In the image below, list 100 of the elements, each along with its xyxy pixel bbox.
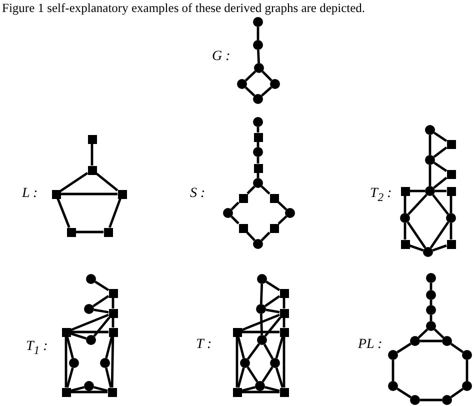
graph-vertex-square <box>280 388 288 396</box>
graph-vertex-dot <box>69 358 79 368</box>
graph-vertex-square <box>280 288 288 298</box>
graph-vertex-dot <box>86 335 96 345</box>
graph-edge <box>262 70 272 82</box>
graph-edge <box>105 368 112 388</box>
graph-edge <box>256 27 260 40</box>
graph-vertex-dot <box>426 321 436 331</box>
graph-vertex-square <box>232 328 242 336</box>
graph-edge <box>257 50 260 64</box>
graph-vertex-dot <box>462 381 472 391</box>
graph-vertex-dot <box>100 358 110 368</box>
graph-edge <box>230 216 240 224</box>
graph-label: T$_{2}$ : <box>370 186 392 204</box>
graph-edge <box>246 232 256 242</box>
graph-vertex-dot <box>425 186 435 196</box>
figure-caption: Figure 1 self-explanatory examples of these derived graphs are depicted. <box>2 1 366 16</box>
graph-edge <box>94 280 110 292</box>
graph-vertex-square <box>232 388 242 396</box>
graph-vertex-square <box>238 224 248 232</box>
graph-vertex-dot <box>426 305 436 315</box>
graph-vertex-square <box>104 228 112 236</box>
graph-vertex-dot <box>426 273 436 283</box>
graph-edge <box>242 330 280 334</box>
graph-edge <box>406 221 426 249</box>
graph-vertex-square <box>88 166 96 174</box>
graph-vertex-dot <box>442 336 452 346</box>
graph-vertex-square <box>270 224 278 232</box>
graph-edge <box>418 328 428 338</box>
graph-vertex-square <box>62 388 70 396</box>
graph-edge <box>108 198 122 228</box>
graph-label: T : <box>196 337 212 353</box>
graph-vertex-dot <box>257 335 267 345</box>
graph-edge <box>244 70 256 82</box>
graph-vertex-square <box>446 140 456 148</box>
graph-edge <box>94 386 108 392</box>
graph-edge <box>428 165 432 186</box>
graph-edge <box>70 314 109 332</box>
graph-vertex-dot <box>270 358 280 368</box>
graph-edge <box>260 232 270 242</box>
graph-vertex-dot <box>285 208 295 218</box>
graph-edge <box>246 366 258 382</box>
graph-edge <box>70 386 84 392</box>
graph-edge <box>450 388 464 398</box>
graph-vertex-dot <box>410 395 420 405</box>
graph-vertex-square <box>446 240 456 248</box>
graph-edge <box>275 367 284 388</box>
graph-vertex-dot <box>253 94 263 104</box>
graph-vertex-dot <box>223 208 233 218</box>
graph-edge <box>112 318 114 328</box>
graph-edge <box>275 336 284 359</box>
graph-vertex-dot <box>442 395 452 405</box>
graph-edge <box>435 190 446 192</box>
graph-edge <box>282 298 286 308</box>
graph-vertex-dot <box>253 40 263 50</box>
graph-vertex-dot <box>423 247 433 257</box>
graph-edge <box>428 135 432 155</box>
graph-vertex-dot <box>84 304 94 314</box>
graph-edge <box>246 186 256 194</box>
graph-edge <box>76 230 104 234</box>
graph-edge <box>70 330 108 334</box>
graph-vertex-dot <box>253 17 263 27</box>
graph-edge <box>94 308 109 314</box>
graph-vertex-square <box>108 388 116 396</box>
graph-edge <box>237 368 245 388</box>
graph-edge <box>396 342 412 354</box>
graph-edge <box>420 340 442 342</box>
graph-edge <box>64 336 68 388</box>
graph-edge <box>266 308 280 314</box>
graph-vertex-dot <box>253 178 263 188</box>
graph-vertex-dot <box>462 350 472 360</box>
graph-vertex-dot <box>256 304 266 314</box>
graph-vertex-dot <box>400 213 410 223</box>
graph-edge <box>430 221 450 249</box>
graph-vertex-square <box>52 190 60 198</box>
graph-edge <box>266 280 280 292</box>
graph-edge <box>264 386 280 392</box>
graph-edge <box>66 368 74 388</box>
graph-vertex-square <box>108 288 118 298</box>
graph-edge <box>262 366 274 382</box>
graph-edge <box>237 336 245 358</box>
graph-edge <box>450 223 452 240</box>
graph-edge <box>264 295 280 308</box>
graph-edge <box>96 172 118 192</box>
graph-edge <box>112 298 114 308</box>
graph-vertex-dot <box>425 125 435 135</box>
graph-edge <box>263 344 274 360</box>
graph-vertex-dot <box>253 239 263 249</box>
graph-vertex-square <box>400 186 410 196</box>
graph-vertex-dot <box>253 147 263 157</box>
graph-edge <box>420 398 442 402</box>
graph-edge <box>404 196 406 213</box>
graph-edge <box>244 86 256 96</box>
graph-edge <box>60 172 88 192</box>
graph-edge <box>236 336 238 388</box>
graph-edge <box>392 360 394 381</box>
graph-edge <box>434 132 448 142</box>
graph-edge <box>282 318 286 328</box>
graph-edge <box>434 328 444 338</box>
graph-vertex-square <box>108 328 118 336</box>
